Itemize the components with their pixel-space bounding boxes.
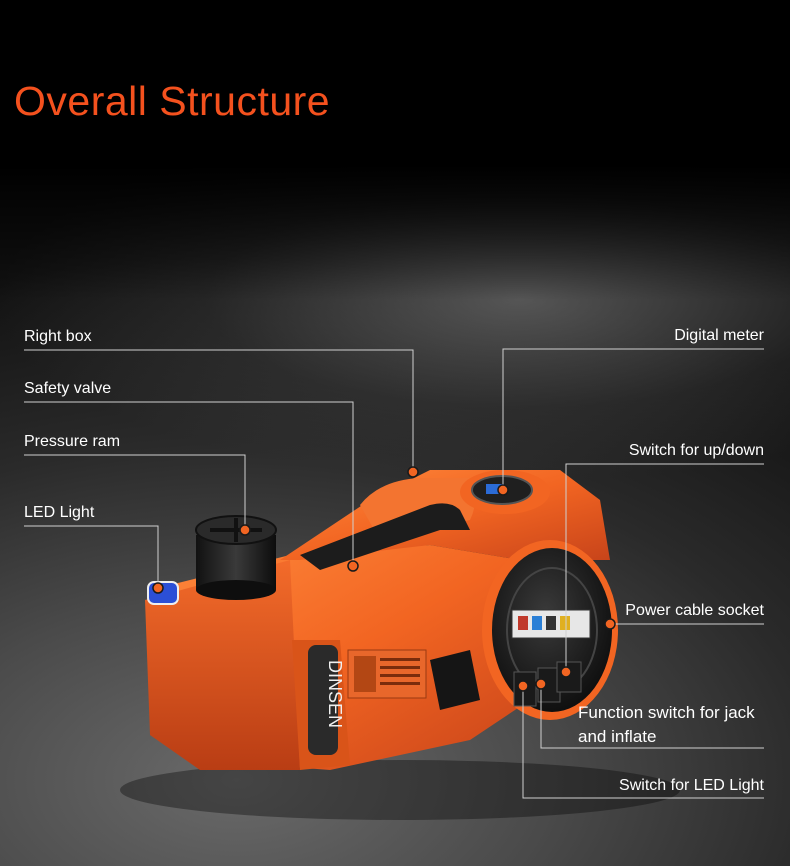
up-down-switch [556,661,582,693]
leader-led-switch [522,686,764,799]
leader-safety-valve [24,401,354,566]
label-up-down-switch: Switch for up/down [628,442,764,459]
floor-shadow [120,760,680,820]
marker-safety-valve [347,560,359,572]
leader-led-light [24,525,159,588]
label-pressure-ram: Pressure ram [24,433,121,450]
leader-digital-meter [502,348,764,490]
label-digital-meter: Digital meter [674,327,764,344]
marker-digital-meter [497,484,509,496]
callout-markers [152,466,616,692]
label-led-light: LED Light [24,504,95,521]
leader-up-down-switch [565,463,764,672]
background-top-shade [0,0,790,300]
label-switch-led-light: Switch for LED Light [619,777,764,794]
page-title: Overall Structure [14,78,331,124]
marker-pressure-ram [239,524,251,536]
label-power-cable-socket: Power cable socket [625,602,764,619]
leader-function-switch [540,684,764,749]
carry-handle [300,503,470,570]
leader-lines [24,348,764,799]
brand-badge [308,645,338,755]
marker-right-box [407,466,419,478]
leader-right-box [24,349,414,472]
marker-led-light [152,582,164,594]
marker-led-switch [517,680,529,692]
marker-power-socket [604,618,616,630]
jack-front-block [145,560,300,770]
label-function-switch-line1: Function switch for jack [578,703,755,722]
leader-pressure-ram [24,454,246,530]
marker-function-switch [535,678,547,690]
marker-up-down-switch [560,666,572,678]
brand-mark: DINSEN [325,660,345,728]
label-function-switch-line2: and inflate [578,727,657,746]
label-right-box: Right box [24,328,92,345]
label-safety-valve: Safety valve [24,380,112,397]
